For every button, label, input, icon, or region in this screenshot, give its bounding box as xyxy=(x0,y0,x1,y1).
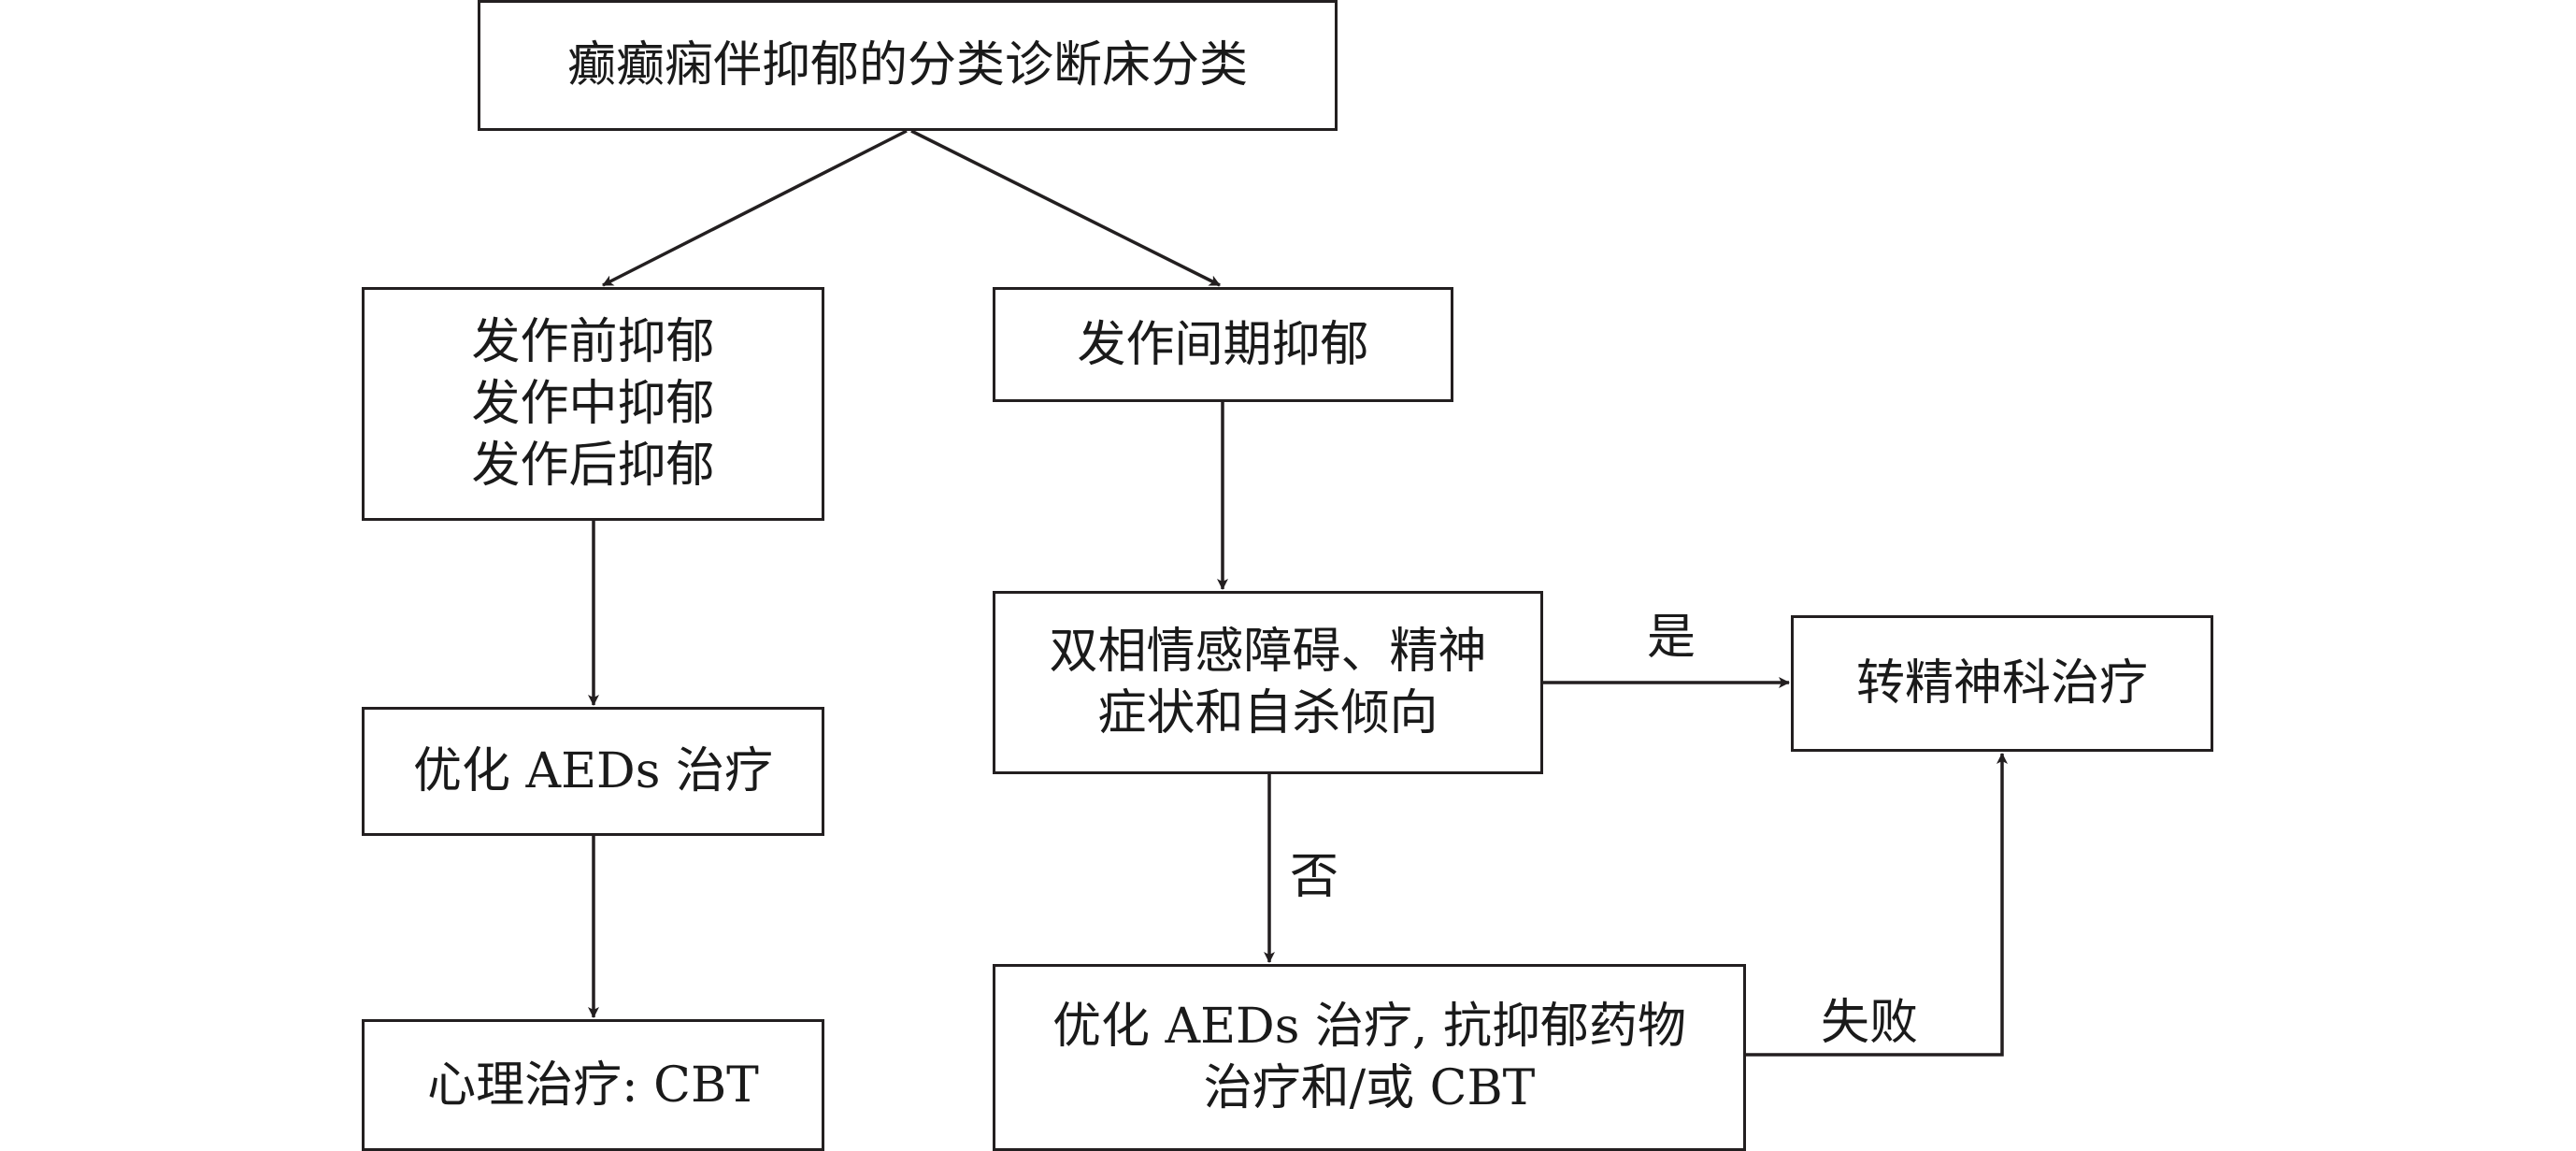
psychotherapy-cbt-box: 心理治疗: CBT xyxy=(362,1019,824,1151)
edge-label-failure: 失败 xyxy=(1821,995,1919,1051)
interictal-depression-text: 发作间期抑郁 xyxy=(1077,316,1369,373)
combined-treatment-text-line1: 优化 AEDs 治疗, 抗抑郁药物 xyxy=(1052,999,1686,1055)
screening-text-line1: 双相情感障碍、精神 xyxy=(1049,624,1487,680)
ictal-depression-text: 发作中抑郁 xyxy=(471,376,715,432)
peri-ictal-depression-box: 发作前抑郁 发作中抑郁 发作后抑郁 xyxy=(362,287,824,521)
edge-label-yes: 是 xyxy=(1647,610,1696,666)
pre-ictal-depression-text: 发作前抑郁 xyxy=(471,314,715,370)
interictal-depression-box: 发作间期抑郁 xyxy=(993,287,1453,402)
edge-label-no: 否 xyxy=(1290,849,1339,905)
psychotherapy-cbt-text: 心理治疗: CBT xyxy=(427,1057,759,1114)
optimize-aeds-box: 优化 AEDs 治疗 xyxy=(362,707,824,836)
screening-box: 双相情感障碍、精神 症状和自杀倾向 xyxy=(993,591,1543,774)
post-ictal-depression-text: 发作后抑郁 xyxy=(471,438,715,494)
screening-text-line2: 症状和自杀倾向 xyxy=(1097,685,1438,741)
arrow-root-to-peri-ictal xyxy=(602,129,908,287)
psychiatry-referral-text: 转精神科治疗 xyxy=(1855,655,2148,712)
optimize-aeds-text: 优化 AEDs 治疗 xyxy=(413,743,773,799)
arrow-root-to-interictal xyxy=(910,129,1221,287)
psychiatry-referral-box: 转精神科治疗 xyxy=(1791,615,2213,752)
root-classification-box: 癫癫痫伴抑郁的分类诊断床分类 xyxy=(478,0,1338,131)
root-classification-text: 癫癫痫伴抑郁的分类诊断床分类 xyxy=(566,37,1248,94)
combined-treatment-box: 优化 AEDs 治疗, 抗抑郁药物 治疗和/或 CBT xyxy=(993,964,1746,1151)
arrow-combined-failure-to-psychiatry xyxy=(1746,753,2008,1057)
combined-treatment-text-line2: 治疗和/或 CBT xyxy=(1203,1060,1536,1116)
